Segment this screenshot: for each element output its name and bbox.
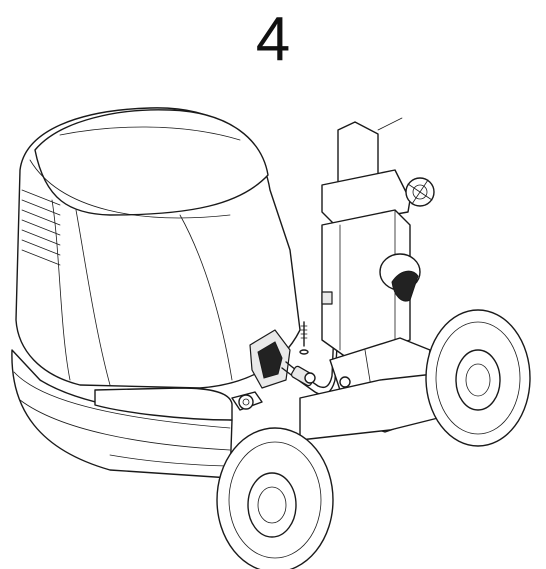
- motor-hood: [15, 107, 301, 389]
- washer: [299, 349, 309, 355]
- handle-column: [321, 117, 435, 361]
- right-wheel: [425, 309, 531, 447]
- base-housing: [11, 349, 233, 479]
- step-number: 4: [255, 5, 291, 74]
- power-socket: [249, 329, 291, 389]
- cable-assembly: [281, 321, 339, 396]
- hose-connector: [231, 391, 263, 411]
- left-wheel: [216, 427, 334, 569]
